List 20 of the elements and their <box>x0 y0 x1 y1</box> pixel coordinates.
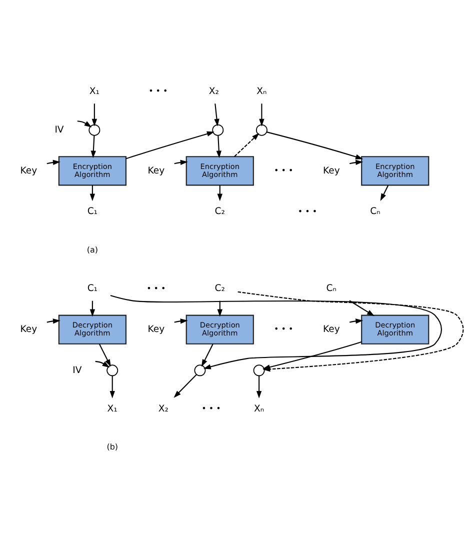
node-text: C₁ <box>87 283 98 294</box>
node-text: IV <box>54 124 64 136</box>
node-text: Key <box>148 165 165 176</box>
node-text: C₂ <box>214 206 225 218</box>
node-text: X₁ <box>89 86 100 98</box>
node-text: Key <box>20 324 38 336</box>
node-text: Cₙ <box>370 206 380 218</box>
node-text: Xₙ <box>254 403 264 414</box>
node-text: Xₙ <box>256 86 267 98</box>
node-text: Cₙ <box>326 283 336 294</box>
node-text: X₁ <box>107 403 118 414</box>
node-text: X₂ <box>158 403 169 414</box>
node-text: C₂ <box>214 283 225 294</box>
node-text: C₁ <box>87 206 98 218</box>
node-text: Key <box>322 324 340 336</box>
node-text: Key <box>148 324 165 336</box>
node-text: X₂ <box>208 86 219 98</box>
node-text: Key <box>20 165 38 176</box>
node-text: IV <box>72 364 82 376</box>
node-text: Key <box>322 165 340 176</box>
